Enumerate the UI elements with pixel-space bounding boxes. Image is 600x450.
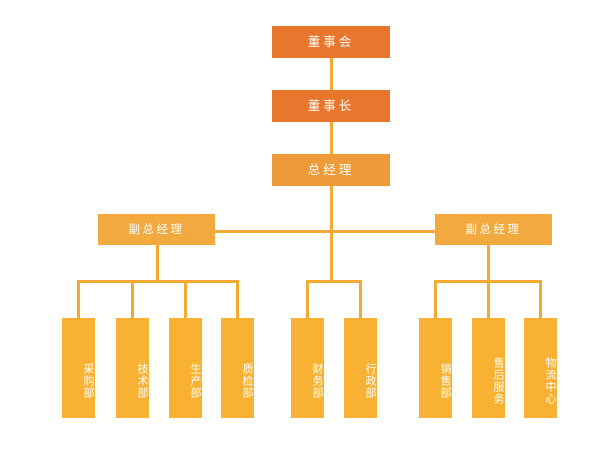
connector-right-drop-3 <box>539 280 542 319</box>
node-board-of-directors[interactable]: 董事会 <box>272 26 390 58</box>
connector-left-drop-3 <box>184 280 187 319</box>
connector-left-drop-2 <box>131 280 134 319</box>
connector-center-drop <box>330 230 333 282</box>
connector-left-group-bus <box>77 280 238 283</box>
connector-vp-bus <box>214 230 436 233</box>
node-department-administration[interactable]: 行政部 <box>344 318 377 418</box>
node-department-after-sales-service[interactable]: 售后服务 <box>472 318 505 418</box>
connector-chairman-to-gm <box>330 122 333 154</box>
connector-right-drop-1 <box>434 280 437 319</box>
node-department-technology[interactable]: 技术部 <box>116 318 149 418</box>
connector-gm-to-vp-bus <box>330 186 333 231</box>
node-general-manager[interactable]: 总经理 <box>272 154 390 186</box>
node-department-sales[interactable]: 销售部 <box>419 318 452 418</box>
node-department-production[interactable]: 生产部 <box>169 318 202 418</box>
node-department-purchasing[interactable]: 采购部 <box>62 318 95 418</box>
connector-vp-right-drop <box>487 245 490 282</box>
node-chairman[interactable]: 董事长 <box>272 90 390 122</box>
connector-right-drop-2 <box>487 280 490 319</box>
node-department-logistics-center[interactable]: 物流中心 <box>524 318 557 418</box>
connector-board-to-chairman <box>330 58 333 90</box>
connector-center-group-bus <box>306 280 362 283</box>
connector-left-drop-1 <box>77 280 80 319</box>
node-department-quality-inspection[interactable]: 质检部 <box>221 318 254 418</box>
node-department-finance[interactable]: 财务部 <box>291 318 324 418</box>
node-vice-general-manager-right[interactable]: 副总经理 <box>435 214 552 245</box>
connector-left-drop-4 <box>236 280 239 319</box>
node-vice-general-manager-left[interactable]: 副总经理 <box>98 214 215 245</box>
connector-center-drop-1 <box>306 280 309 319</box>
connector-vp-left-drop <box>156 245 159 282</box>
connector-center-drop-2 <box>359 280 362 319</box>
